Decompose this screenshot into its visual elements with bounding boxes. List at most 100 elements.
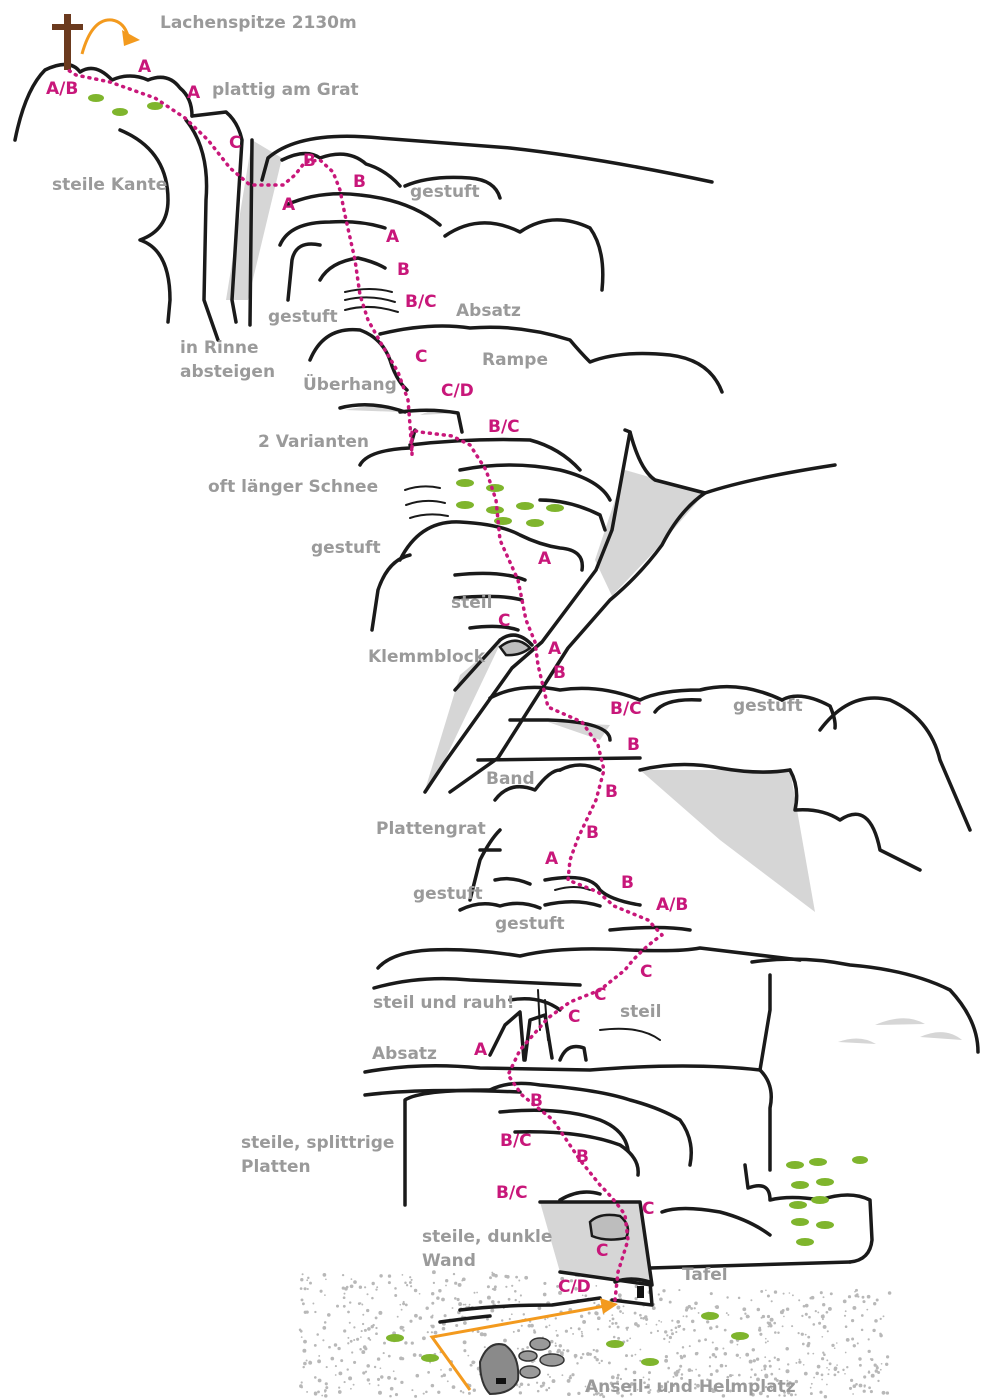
gravel-speck bbox=[409, 1281, 412, 1284]
terrain-label: gestuft bbox=[311, 538, 381, 558]
gravel-speck bbox=[411, 1279, 413, 1281]
gravel-speck bbox=[725, 1365, 727, 1367]
gravel-speck bbox=[462, 1277, 466, 1281]
gravel-speck bbox=[594, 1356, 597, 1359]
gravel-speck bbox=[803, 1364, 805, 1366]
gravel-speck bbox=[432, 1315, 434, 1317]
grade-label: A bbox=[474, 1040, 488, 1060]
gravel-speck bbox=[301, 1298, 304, 1301]
gravel-speck bbox=[848, 1295, 851, 1298]
gravel-speck bbox=[595, 1285, 597, 1287]
gravel-speck bbox=[358, 1302, 361, 1305]
gravel-speck bbox=[846, 1366, 848, 1368]
gravel-speck bbox=[543, 1293, 547, 1297]
gravel-speck bbox=[511, 1285, 513, 1287]
gravel-speck bbox=[314, 1376, 317, 1379]
gravel-speck bbox=[427, 1331, 429, 1333]
gravel-speck bbox=[307, 1288, 309, 1290]
gravel-speck bbox=[508, 1298, 511, 1301]
grade-label: A bbox=[538, 549, 552, 569]
gravel-speck bbox=[680, 1355, 683, 1358]
gravel-speck bbox=[409, 1276, 411, 1278]
gravel-speck bbox=[469, 1304, 471, 1306]
gravel-speck bbox=[483, 1333, 487, 1337]
gravel-speck bbox=[463, 1340, 467, 1344]
gravel-speck bbox=[868, 1386, 871, 1389]
gravel-speck bbox=[657, 1330, 659, 1332]
gravel-speck bbox=[405, 1304, 408, 1307]
gravel-speck bbox=[327, 1313, 331, 1317]
gravel-speck bbox=[611, 1314, 613, 1316]
gravel-speck bbox=[754, 1373, 757, 1376]
gravel-speck bbox=[626, 1329, 628, 1331]
gravel-speck bbox=[377, 1378, 380, 1381]
terrain-label: gestuft bbox=[495, 914, 565, 934]
gravel-speck bbox=[618, 1293, 622, 1297]
gravel-speck bbox=[324, 1321, 327, 1324]
gravel-speck bbox=[454, 1297, 457, 1300]
gravel-speck bbox=[819, 1391, 822, 1394]
gravel-speck bbox=[484, 1346, 486, 1348]
terrain-label: Band bbox=[486, 769, 535, 789]
gravel-speck bbox=[302, 1366, 304, 1368]
gravel-speck bbox=[464, 1304, 466, 1306]
terrain-label: Plattengrat bbox=[376, 819, 486, 839]
gravel-speck bbox=[463, 1304, 465, 1306]
gravel-speck bbox=[683, 1355, 686, 1358]
gravel-speck bbox=[710, 1373, 713, 1376]
gravel-speck bbox=[698, 1312, 700, 1314]
gravel-speck bbox=[371, 1297, 374, 1300]
gravel-speck bbox=[571, 1373, 574, 1376]
gravel-speck bbox=[479, 1300, 483, 1304]
gravel-speck bbox=[323, 1273, 327, 1277]
gravel-speck bbox=[299, 1329, 302, 1332]
gravel-speck bbox=[823, 1325, 827, 1329]
gravel-speck bbox=[774, 1357, 776, 1359]
gravel-speck bbox=[836, 1342, 838, 1344]
gravel-speck bbox=[693, 1329, 696, 1332]
gravel-speck bbox=[786, 1307, 789, 1310]
gravel-speck bbox=[683, 1315, 685, 1317]
gravel-speck bbox=[715, 1325, 718, 1328]
gravel-speck bbox=[513, 1331, 515, 1333]
gravel-speck bbox=[736, 1354, 739, 1357]
gravel-speck bbox=[877, 1380, 879, 1382]
gravel-speck bbox=[452, 1307, 454, 1309]
gravel-speck bbox=[829, 1362, 832, 1365]
gravel-speck bbox=[876, 1365, 878, 1367]
gravel-speck bbox=[821, 1315, 825, 1319]
gravel-speck bbox=[518, 1280, 520, 1282]
gravel-speck bbox=[726, 1296, 728, 1298]
rock-outlines bbox=[15, 64, 978, 1322]
gravel-speck bbox=[303, 1340, 307, 1344]
gravel-speck bbox=[609, 1320, 611, 1322]
gravel-speck bbox=[394, 1287, 397, 1290]
gravel-speck bbox=[346, 1286, 349, 1289]
gravel-speck bbox=[549, 1325, 551, 1327]
gravel-speck bbox=[378, 1384, 380, 1386]
gravel-speck bbox=[431, 1302, 434, 1305]
gravel-speck bbox=[467, 1355, 469, 1357]
gravel-speck bbox=[876, 1299, 879, 1302]
grade-label: A/B bbox=[656, 895, 688, 915]
terrain-label: 2 Varianten bbox=[258, 432, 369, 452]
gravel-speck bbox=[578, 1327, 581, 1330]
gravel-speck bbox=[845, 1310, 847, 1312]
gravel-speck bbox=[360, 1336, 362, 1338]
gravel-speck bbox=[324, 1394, 328, 1398]
gravel-speck bbox=[309, 1361, 312, 1364]
gravel-speck bbox=[468, 1392, 471, 1395]
gravel-speck bbox=[650, 1332, 652, 1334]
gravel-speck bbox=[473, 1389, 476, 1392]
gravel-speck bbox=[596, 1358, 599, 1361]
terrain-label: in Rinne bbox=[180, 338, 259, 358]
gravel-speck bbox=[812, 1323, 815, 1326]
gravel-speck bbox=[372, 1324, 374, 1326]
gravel-speck bbox=[885, 1363, 888, 1366]
gravel-speck bbox=[569, 1376, 572, 1379]
gravel-speck bbox=[823, 1296, 825, 1298]
gravel-speck bbox=[489, 1276, 492, 1279]
gravel-speck bbox=[388, 1281, 391, 1284]
gravel-speck bbox=[492, 1310, 494, 1312]
grade-label: C/D bbox=[558, 1277, 591, 1297]
